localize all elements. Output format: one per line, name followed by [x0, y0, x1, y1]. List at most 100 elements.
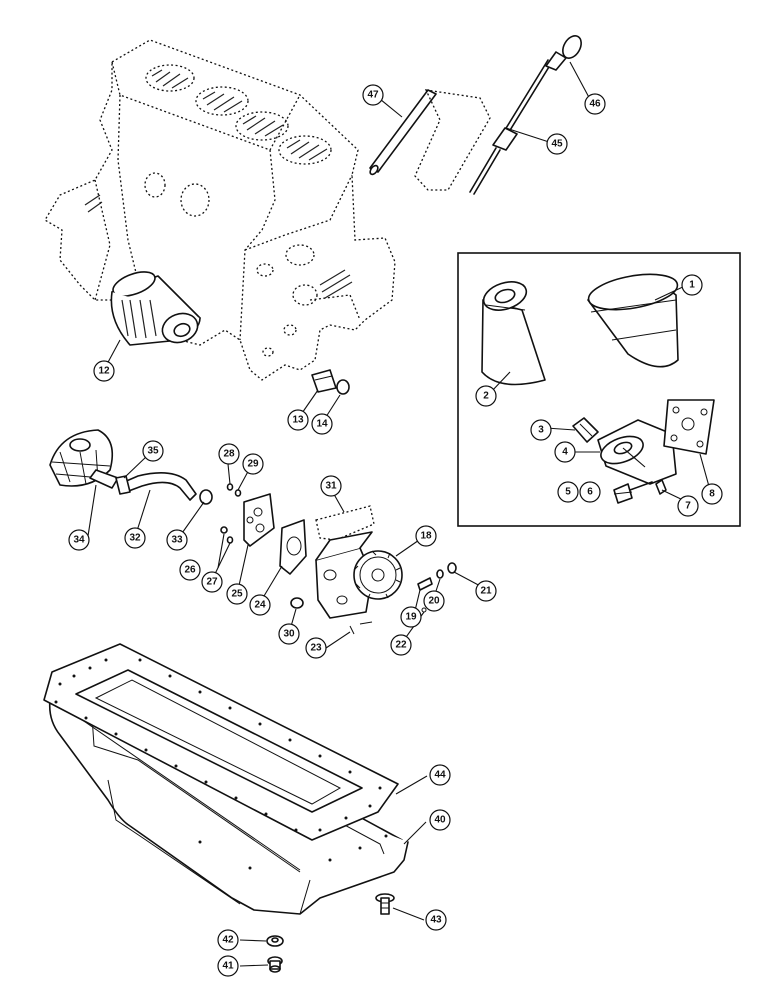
fitting-13 — [311, 369, 337, 393]
callout-30: 30 — [278, 623, 300, 645]
callout-47: 47 — [362, 84, 384, 106]
callout-12: 12 — [93, 360, 115, 382]
callout-20: 20 — [423, 590, 445, 612]
svg-text:24: 24 — [254, 600, 266, 611]
svg-text:5: 5 — [565, 487, 571, 498]
bolt-43 — [375, 893, 395, 915]
svg-text:33: 33 — [171, 535, 183, 546]
washer-33 — [199, 489, 213, 505]
callout-28: 28 — [218, 443, 240, 465]
svg-text:30: 30 — [283, 629, 295, 640]
callout-29: 29 — [242, 453, 264, 475]
callout-1: 1 — [681, 274, 703, 296]
svg-text:31: 31 — [325, 481, 337, 492]
callout-44: 44 — [429, 764, 451, 786]
oil-filter-12 — [110, 271, 201, 346]
cover-24 — [279, 519, 307, 575]
pipe-32-35 — [89, 469, 197, 501]
svg-text:45: 45 — [551, 139, 563, 150]
svg-text:46: 46 — [589, 99, 601, 110]
svg-text:6: 6 — [587, 487, 593, 498]
svg-text:26: 26 — [184, 565, 196, 576]
svg-text:4: 4 — [562, 447, 568, 458]
callout-27: 27 — [201, 571, 223, 593]
bolt-7 — [655, 479, 667, 495]
svg-text:42: 42 — [222, 935, 234, 946]
adapter-4 — [597, 419, 677, 485]
svg-text:44: 44 — [434, 770, 446, 781]
pin-27 — [226, 536, 234, 544]
svg-text:1: 1 — [689, 280, 695, 291]
svg-text:27: 27 — [206, 577, 218, 588]
pin-28 — [226, 483, 234, 491]
svg-text:23: 23 — [310, 643, 322, 654]
svg-text:25: 25 — [231, 589, 243, 600]
callout-23: 23 — [305, 637, 327, 659]
callout-33: 33 — [166, 529, 188, 551]
pin-26 — [220, 526, 228, 534]
drain-plug-41 — [267, 956, 283, 973]
bolt-5-6 — [613, 481, 653, 504]
svg-text:41: 41 — [222, 961, 234, 972]
callout-2: 2 — [475, 385, 497, 407]
svg-text:2: 2 — [483, 391, 489, 402]
callout-21: 21 — [475, 580, 497, 602]
svg-text:28: 28 — [223, 449, 235, 460]
svg-text:13: 13 — [292, 415, 304, 426]
svg-text:47: 47 — [367, 90, 379, 101]
plate-8 — [663, 399, 715, 455]
callout-19: 19 — [400, 606, 422, 628]
callout-22: 22 — [390, 634, 412, 656]
svg-text:19: 19 — [405, 612, 417, 623]
pin-29 — [234, 489, 242, 497]
callout-3: 3 — [530, 419, 552, 441]
callout-35: 35 — [142, 440, 164, 462]
svg-text:14: 14 — [316, 419, 328, 430]
callout-18: 18 — [415, 525, 437, 547]
callout-7: 7 — [677, 495, 699, 517]
inset-box — [457, 252, 741, 527]
svg-text:29: 29 — [247, 459, 259, 470]
callout-45: 45 — [546, 133, 568, 155]
svg-text:34: 34 — [73, 535, 85, 546]
callout-5: 5 — [557, 481, 579, 503]
callout-31: 31 — [320, 475, 342, 497]
svg-text:20: 20 — [428, 596, 440, 607]
dipstick-45-46 — [469, 35, 582, 195]
washer-42 — [266, 935, 284, 947]
spring-19-20-21 — [349, 562, 457, 635]
callout-46: 46 — [584, 93, 606, 115]
ball-22 — [421, 607, 427, 613]
oring-30 — [290, 597, 304, 609]
callout-40: 40 — [429, 809, 451, 831]
ring-14 — [336, 379, 350, 395]
callout-24: 24 — [249, 594, 271, 616]
callout-42: 42 — [217, 929, 239, 951]
pump-18 — [315, 531, 403, 619]
svg-text:18: 18 — [420, 531, 432, 542]
callout-13: 13 — [287, 409, 309, 431]
callout-32: 32 — [124, 527, 146, 549]
callout-6: 6 — [579, 481, 601, 503]
svg-text:35: 35 — [147, 446, 159, 457]
svg-text:12: 12 — [98, 366, 110, 377]
svg-text:8: 8 — [709, 489, 715, 500]
svg-text:3: 3 — [538, 425, 544, 436]
svg-text:22: 22 — [395, 640, 407, 651]
callout-41: 41 — [217, 955, 239, 977]
svg-text:32: 32 — [129, 533, 141, 544]
callout-14: 14 — [311, 413, 333, 435]
tube-47 — [369, 89, 437, 176]
callout-4: 4 — [554, 441, 576, 463]
svg-text:7: 7 — [685, 501, 691, 512]
filter-2 — [481, 281, 546, 386]
callout-43: 43 — [425, 909, 447, 931]
svg-text:21: 21 — [480, 586, 492, 597]
svg-text:40: 40 — [434, 815, 446, 826]
filter-1 — [587, 273, 679, 368]
gasket-44 — [43, 643, 399, 870]
gasket-25 — [243, 493, 275, 547]
callout-8: 8 — [701, 483, 723, 505]
callout-25: 25 — [226, 583, 248, 605]
